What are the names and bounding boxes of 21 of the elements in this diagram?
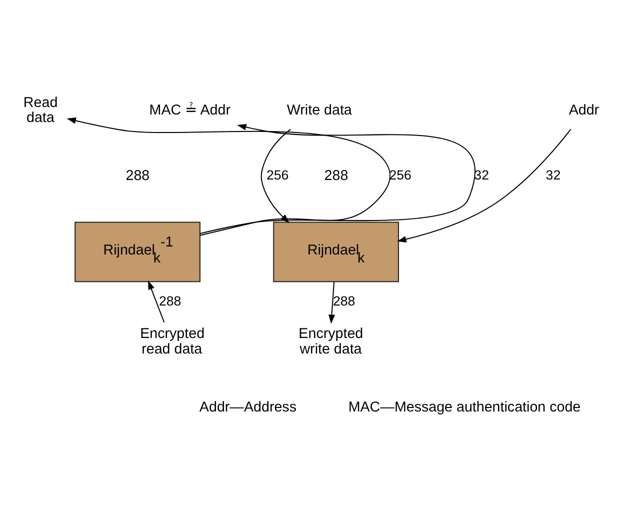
arrow — [200, 123, 476, 234]
edge-label: 32 — [474, 167, 489, 182]
arrow — [66, 117, 391, 236]
node-text: MAC ≟ Addr — [149, 102, 231, 118]
node-text: Encrypted write data — [298, 326, 364, 357]
label: Addr—Address — [199, 398, 297, 415]
label: 288 — [126, 168, 150, 184]
label: 288 — [324, 168, 348, 184]
label: MAC—Message authentication code — [348, 398, 581, 415]
edge-label: 256 — [266, 167, 289, 182]
arrow — [397, 128, 572, 242]
edge-label: 256 — [389, 167, 412, 182]
edge-label: 32 — [546, 167, 561, 182]
arrow — [148, 280, 165, 322]
node-text: Addr — [568, 102, 600, 118]
node-text: Encrypted read data — [140, 326, 205, 357]
edge-label: 288 — [332, 293, 356, 308]
edge-label: 288 — [159, 293, 182, 308]
node-text: Write data — [286, 102, 352, 118]
node-text: Read data — [23, 94, 58, 126]
arrow — [328, 281, 335, 324]
